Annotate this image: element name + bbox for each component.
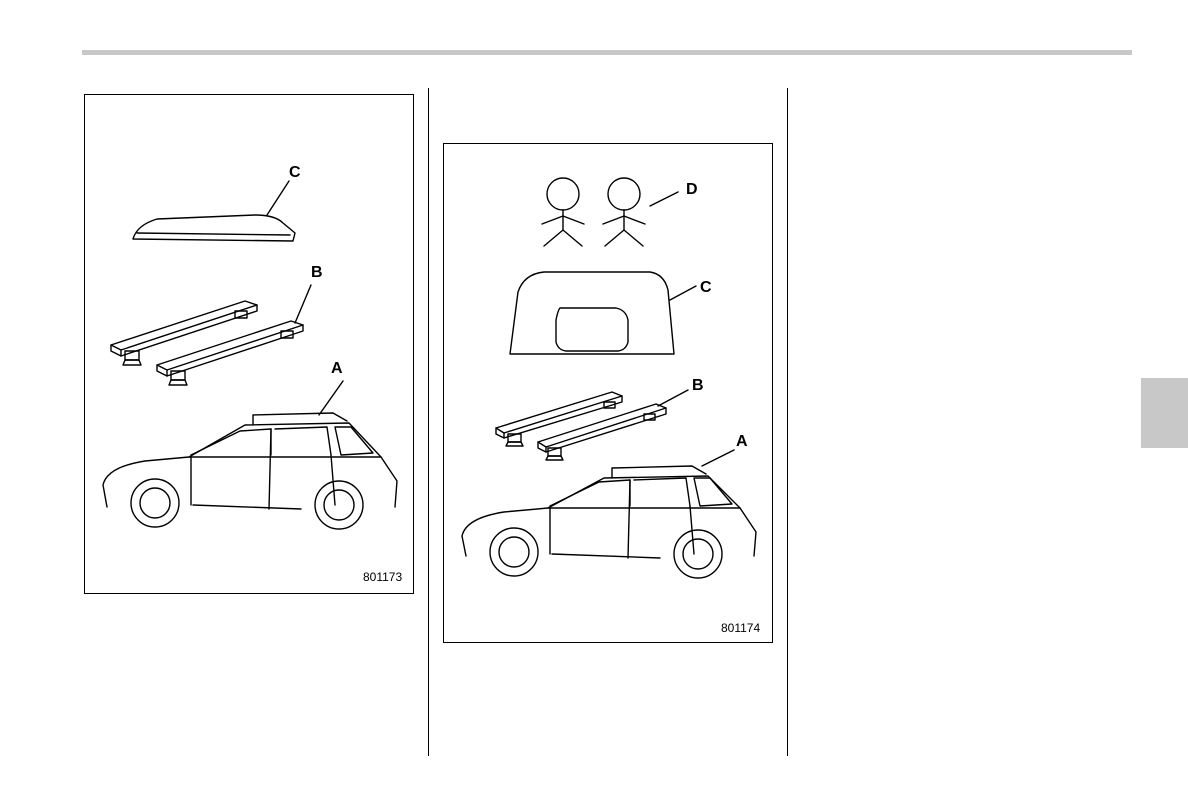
callout-c: C [289, 165, 301, 181]
persons [542, 178, 645, 246]
column-divider-right [787, 88, 788, 756]
roof-tent [510, 272, 674, 354]
car-side-view [103, 381, 397, 529]
column-divider-left [428, 88, 429, 756]
figure-id: 801173 [363, 571, 402, 583]
cargo-box [133, 215, 295, 241]
callout-b: B [692, 378, 704, 394]
callout-a: A [736, 434, 748, 450]
figure-1-drawing [85, 95, 415, 595]
figure-roof-cargo-box: C B A 801173 [84, 94, 414, 594]
crossbars [111, 301, 303, 385]
figure-roof-tent: D C B A 801174 [443, 143, 773, 643]
header-rule [82, 50, 1132, 55]
figure-2-drawing [444, 144, 774, 644]
callout-b: B [311, 265, 323, 281]
callout-a: A [331, 361, 343, 377]
callout-d: D [686, 182, 698, 198]
crossbars [496, 392, 666, 460]
figure-id: 801174 [721, 622, 760, 634]
section-tab [1141, 378, 1188, 448]
car-side-view [462, 450, 756, 578]
callout-c: C [700, 280, 712, 296]
